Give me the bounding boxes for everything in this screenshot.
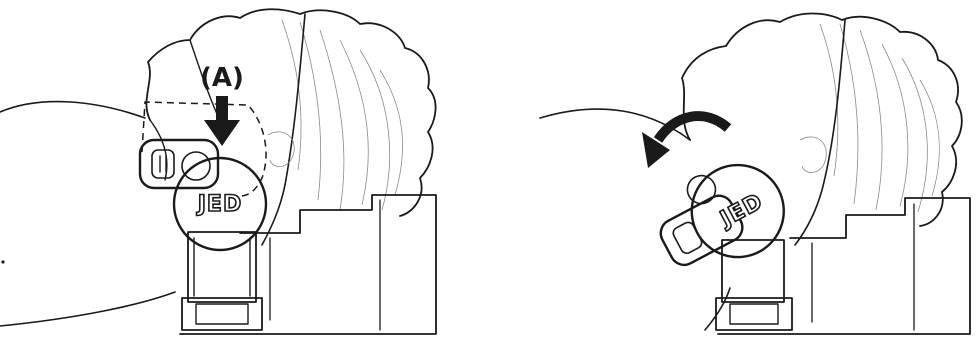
shoulder-outline xyxy=(0,100,146,119)
hair-strands xyxy=(281,19,403,211)
device-clip xyxy=(138,138,220,190)
device-clip xyxy=(659,194,744,267)
stand-base xyxy=(715,197,971,335)
neck-outline xyxy=(704,287,731,331)
neck-outline xyxy=(0,291,176,327)
shoulder-outline xyxy=(539,108,691,141)
ear-outline xyxy=(267,131,295,167)
highlight-region xyxy=(141,101,267,197)
step-panel-press-illustration: JED (A) xyxy=(0,8,437,335)
head-hair-outline xyxy=(145,8,437,217)
back-of-head-line xyxy=(261,13,306,246)
device-body xyxy=(172,156,268,252)
stand-base xyxy=(179,194,437,335)
device-button xyxy=(672,221,703,255)
hair-strands xyxy=(819,23,940,213)
device-logo: JED xyxy=(196,192,242,217)
device-button xyxy=(151,149,175,179)
device-body xyxy=(690,163,785,259)
step-panel-rotate: JED xyxy=(490,0,978,337)
head-hair-outline xyxy=(681,12,963,227)
down-arrow-icon xyxy=(204,96,240,146)
curved-rotate-arrow-icon xyxy=(642,111,732,168)
jed-device: JED xyxy=(138,138,268,252)
step-panel-rotate-illustration: JED xyxy=(539,12,971,335)
step-panel-press: JED (A) xyxy=(0,8,437,335)
margin-dot xyxy=(1,260,5,264)
callout-label: (A) xyxy=(200,63,244,93)
back-of-head-line xyxy=(794,19,846,246)
ear-outline xyxy=(799,136,827,173)
